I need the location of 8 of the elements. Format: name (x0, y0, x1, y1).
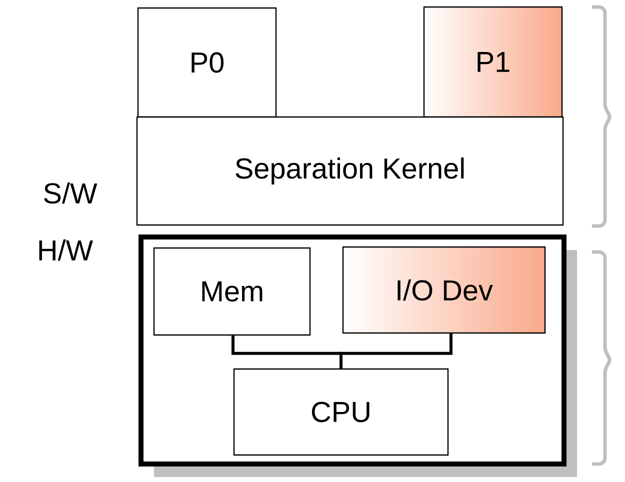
process-box: P0 (137, 7, 277, 118)
layer-label: S/W (44, 182, 98, 204)
memory-box: Mem (153, 247, 311, 336)
process-box: P1 (423, 6, 563, 118)
device-box: I/O Dev (342, 246, 546, 334)
cpu-box: CPU (233, 368, 449, 456)
connector-line (340, 334, 452, 368)
layer-label: H/W (39, 239, 93, 261)
